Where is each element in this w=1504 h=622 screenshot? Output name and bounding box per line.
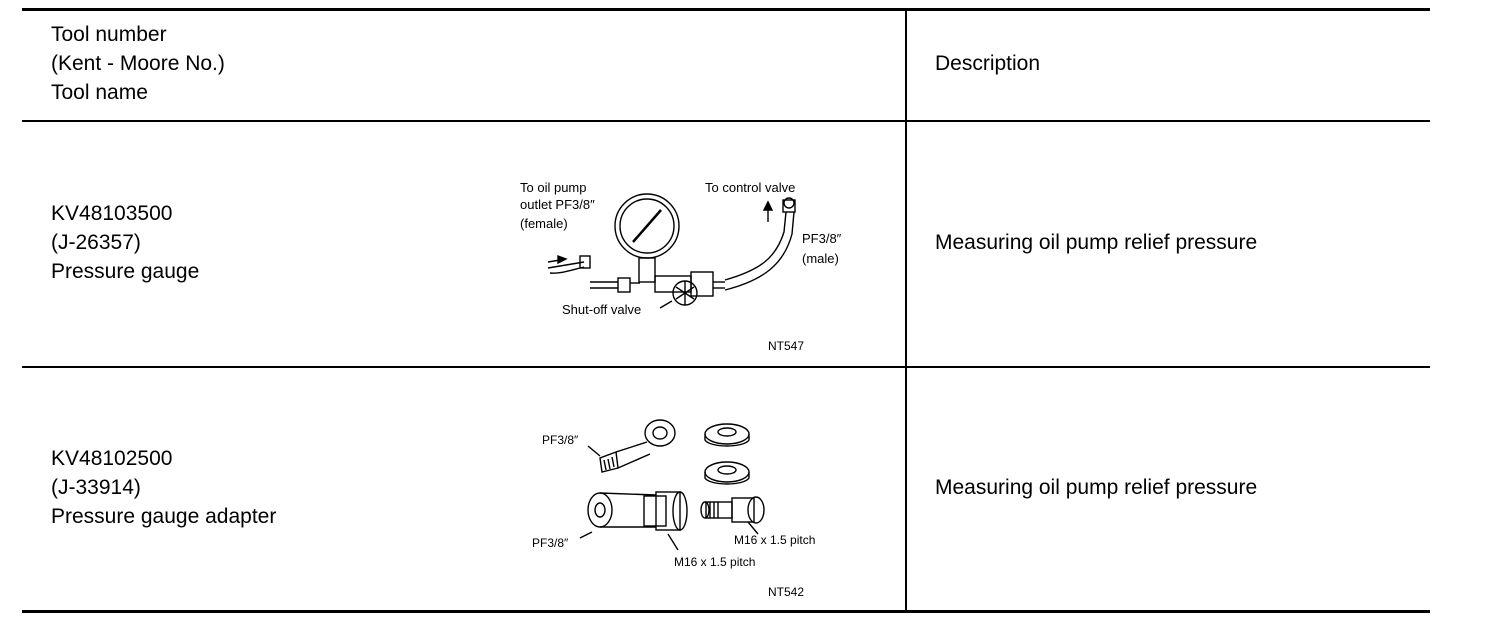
- gauge-drawing: [547, 193, 796, 309]
- label-pf-top: PF3/8″: [542, 433, 579, 447]
- header-bottom-border: [22, 120, 1430, 122]
- table-bottom-border: [22, 610, 1430, 613]
- row-2-tool-cell: KV48102500 (J-33914) Pressure gauge adap…: [51, 444, 276, 531]
- figure-code-nt547: NT547: [768, 339, 804, 353]
- label-pf-male-2: (male): [802, 251, 839, 266]
- label-oil-pump-1: To oil pump: [520, 180, 586, 195]
- header-kent-moore: (Kent - Moore No.): [51, 52, 225, 75]
- header-tool-column: Tool number (Kent - Moore No.) Tool name: [51, 20, 225, 107]
- column-divider: [905, 10, 907, 612]
- label-pf-bottom: PF3/8″: [532, 536, 569, 550]
- row-1-description: Measuring oil pump relief pressure: [935, 231, 1258, 254]
- label-m16-right: M16 x 1.5 pitch: [734, 533, 815, 547]
- label-oil-pump-3: (female): [520, 216, 568, 231]
- label-control-valve: To control valve: [705, 180, 795, 195]
- pressure-gauge-illustration: To oil pump outlet PF3/8″ (female) To co…: [520, 180, 842, 353]
- row-2-tool-number: KV48102500: [51, 447, 173, 470]
- row-1-kent-moore: (J-26357): [51, 231, 141, 254]
- row-1-tool-cell: KV48103500 (J-26357) Pressure gauge: [51, 199, 199, 286]
- row-divider: [22, 366, 1430, 368]
- label-oil-pump-2: outlet PF3/8″: [520, 197, 595, 212]
- label-pf-male-1: PF3/8″: [802, 231, 842, 246]
- pressure-gauge-adapter-illustration: PF3/8″ PF3/8″ M16 x 1.5 pitch M16 x 1.5 …: [532, 419, 815, 599]
- row-2-description: Measuring oil pump relief pressure: [935, 476, 1258, 499]
- row-2-tool-name: Pressure gauge adapter: [51, 505, 277, 528]
- adapter-drawing: [579, 419, 765, 551]
- row-1-tool-number: KV48103500: [51, 202, 173, 225]
- figure-code-nt542: NT542: [768, 585, 804, 599]
- label-m16-bottom: M16 x 1.5 pitch: [674, 555, 755, 569]
- row-2-kent-moore: (J-33914): [51, 476, 141, 499]
- row-1-tool-name: Pressure gauge: [51, 260, 200, 283]
- header-tool-name: Tool name: [51, 81, 148, 104]
- header-description: Description: [935, 52, 1041, 75]
- header-tool-number: Tool number: [51, 23, 167, 46]
- table-top-border: [22, 8, 1430, 11]
- label-shutoff-valve: Shut-off valve: [562, 302, 641, 317]
